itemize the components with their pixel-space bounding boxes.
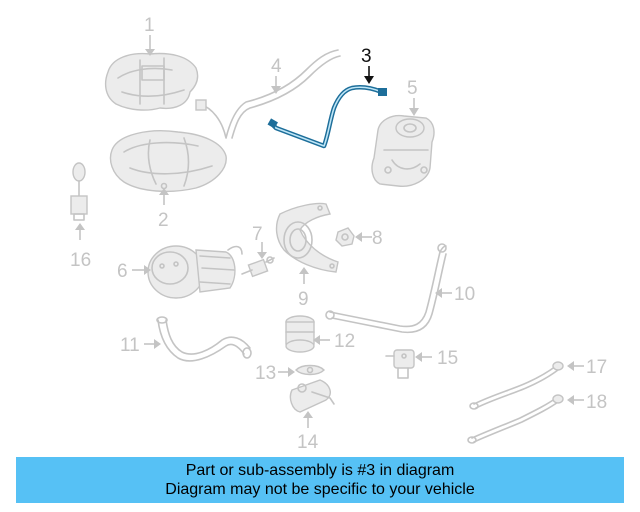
part-5-valve-assembly[interactable]: [371, 114, 435, 187]
part-8-nut[interactable]: [335, 227, 355, 247]
part-number-3: 3: [361, 46, 372, 67]
part-15-solenoid-valve[interactable]: [385, 349, 415, 379]
banner-line-2: Diagram may not be specific to your vehi…: [165, 481, 475, 498]
part-number-18: 18: [586, 392, 607, 413]
part-12-control-valve[interactable]: [285, 315, 315, 353]
part-2-air-filter-base[interactable]: [109, 130, 227, 193]
part-number-11: 11: [120, 335, 140, 356]
part-number-12: 12: [334, 331, 355, 352]
parts-diagram: 1 2 3 4 5: [70, 15, 607, 453]
part-4-air-hose[interactable]: [195, 49, 341, 139]
part-number-5: 5: [407, 78, 418, 99]
part-number-1: 1: [144, 15, 155, 36]
banner-line-1: Part or sub-assembly is #3 in diagram: [185, 462, 455, 479]
info-banner: Part or sub-assembly is #3 in diagram Di…: [16, 457, 624, 503]
part-number-14: 14: [297, 432, 319, 453]
part-number-16: 16: [70, 250, 91, 271]
part-number-2: 2: [158, 210, 169, 231]
part-number-13: 13: [255, 363, 276, 384]
part-1-air-filter-housing[interactable]: [104, 52, 199, 111]
part-17-oxygen-sensor[interactable]: [469, 361, 564, 410]
part-number-7: 7: [252, 224, 263, 245]
part-number-4: 4: [271, 56, 282, 77]
part-6-air-pump[interactable]: [147, 245, 243, 299]
part-13-gasket[interactable]: [295, 364, 325, 376]
part-14-flange-bracket[interactable]: [289, 379, 335, 413]
part-number-9: 9: [298, 289, 309, 310]
part-number-10: 10: [454, 284, 475, 305]
part-number-6: 6: [117, 261, 128, 282]
part-11-bent-hose[interactable]: [156, 316, 252, 362]
part-10-air-pipe[interactable]: [325, 243, 447, 334]
part-number-17: 17: [586, 357, 607, 378]
part-18-oxygen-sensor[interactable]: [467, 394, 564, 444]
part-number-15: 15: [437, 348, 458, 369]
part-number-8: 8: [372, 228, 383, 249]
part-3-vacuum-hose-highlighted[interactable]: [267, 84, 387, 149]
part-7-check-valve[interactable]: [241, 256, 275, 278]
part-9-mounting-bracket[interactable]: [275, 202, 339, 273]
part-16-sensor[interactable]: [70, 162, 88, 221]
